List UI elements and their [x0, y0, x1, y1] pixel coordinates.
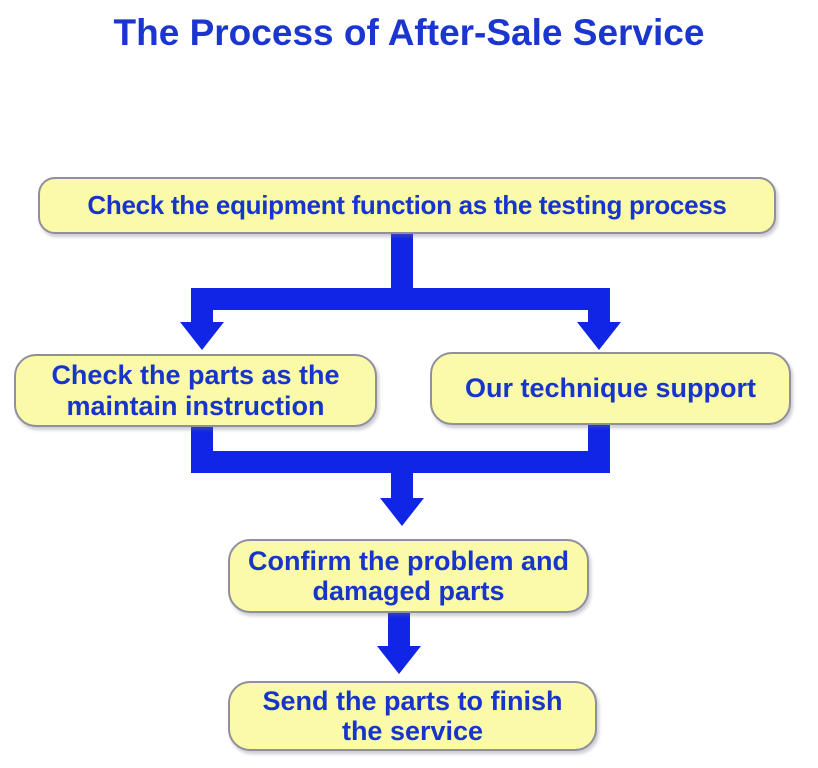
flow-box-confirm-problem-label: Confirm the problem and damaged parts [247, 545, 569, 606]
flow-box-check-equipment: Check the equipment function as the test… [38, 177, 776, 234]
flow-box-send-parts: Send the parts to finish the service [228, 681, 597, 751]
flow-box-check-equipment-label: Check the equipment function as the test… [87, 189, 727, 220]
flow-box-check-parts: Check the parts as the maintain instruct… [14, 354, 377, 427]
flow-box-technique-support: Our technique support [430, 352, 791, 425]
flow-box-technique-support-label: Our technique support [464, 373, 756, 404]
split-connector [191, 228, 610, 325]
arrow-head-merge-icon [380, 498, 424, 526]
arrow-head-right-branch-icon [577, 322, 621, 350]
flow-box-send-parts-label: Send the parts to finish the service [262, 685, 563, 746]
arrow-head-final-icon [377, 646, 421, 674]
flow-box-confirm-problem: Confirm the problem and damaged parts [228, 539, 589, 613]
flow-box-check-parts-label: Check the parts as the maintain instruct… [51, 360, 340, 421]
arrow-head-left-branch-icon [180, 322, 224, 350]
merge-connector [191, 422, 610, 500]
diagram-title: The Process of After-Sale Service [113, 12, 705, 53]
